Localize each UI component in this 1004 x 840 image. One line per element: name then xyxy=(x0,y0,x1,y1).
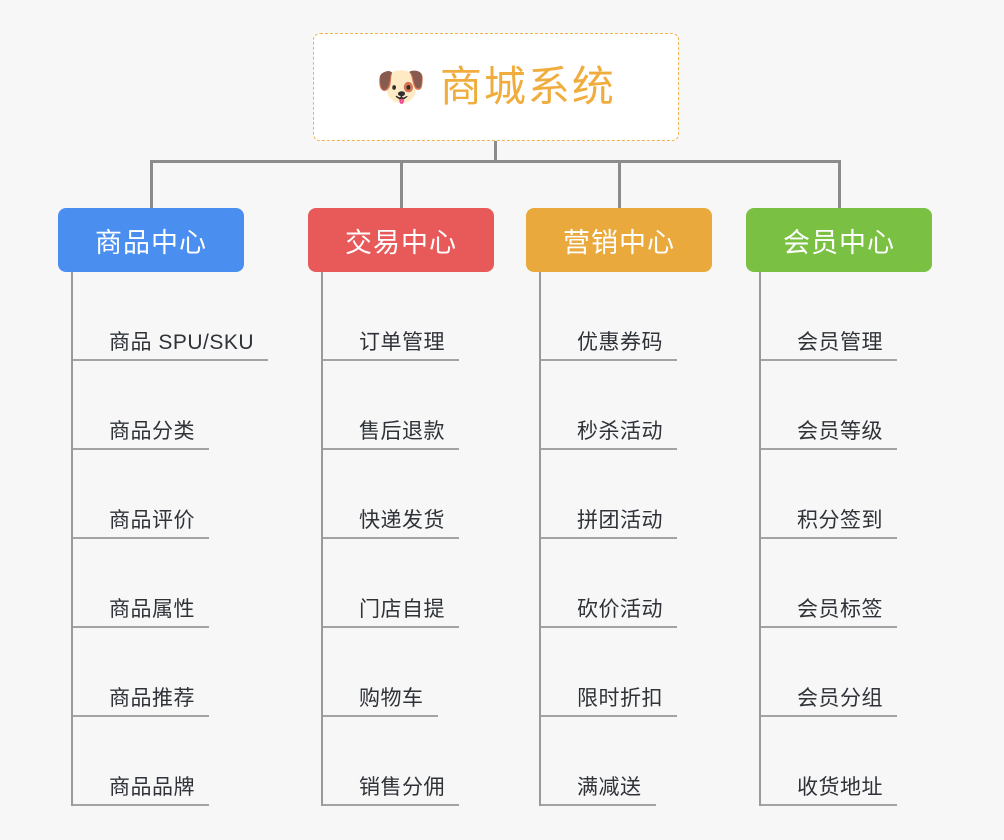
connector-drop-marketing-center xyxy=(618,160,621,208)
list-item[interactable]: 商品属性 xyxy=(73,539,293,628)
branch-header-label: 营销中心 xyxy=(563,227,675,258)
root-node-title: 商城系统 xyxy=(439,63,616,110)
leaf-label: 商品 SPU/SKU xyxy=(109,330,255,354)
connector-drop-member-center xyxy=(838,160,841,208)
branch-trade-center: 交易中心 订单管理 售后退款 快递发货 门店自提 购物车 销售分佣 xyxy=(308,208,543,806)
leaf-label: 门店自提 xyxy=(359,597,445,621)
branch-header-label: 商品中心 xyxy=(95,227,207,258)
leaf-label: 限时折扣 xyxy=(577,686,663,710)
leaf-list-product-center: 商品 SPU/SKU 商品分类 商品评价 商品属性 商品推荐 商品品牌 xyxy=(71,272,293,806)
list-item[interactable]: 限时折扣 xyxy=(541,628,761,717)
list-item[interactable]: 优惠券码 xyxy=(541,272,761,361)
leaf-label: 商品推荐 xyxy=(109,686,195,710)
list-item[interactable]: 商品评价 xyxy=(73,450,293,539)
root-node-mall-system[interactable]: 🐶 商城系统 xyxy=(313,33,679,141)
list-item[interactable]: 门店自提 xyxy=(323,539,543,628)
branch-header-label: 交易中心 xyxy=(345,227,457,258)
leaf-list-member-center: 会员管理 会员等级 积分签到 会员标签 会员分组 收货地址 xyxy=(759,272,981,806)
list-item[interactable]: 收货地址 xyxy=(761,717,981,806)
list-item[interactable]: 秒杀活动 xyxy=(541,361,761,450)
connector-root-stem xyxy=(494,141,497,163)
leaf-label: 售后退款 xyxy=(359,419,445,443)
list-item[interactable]: 商品推荐 xyxy=(73,628,293,717)
leaf-label: 购物车 xyxy=(359,686,424,710)
list-item[interactable]: 会员管理 xyxy=(761,272,981,361)
branch-header-label: 会员中心 xyxy=(783,227,895,258)
shiba-dog-face-icon: 🐶 xyxy=(376,65,426,109)
list-item[interactable]: 订单管理 xyxy=(323,272,543,361)
leaf-label: 收货地址 xyxy=(797,775,883,799)
leaf-label: 商品属性 xyxy=(109,597,195,621)
list-item[interactable]: 会员等级 xyxy=(761,361,981,450)
leaf-label: 商品分类 xyxy=(109,419,195,443)
branch-product-center: 商品中心 商品 SPU/SKU 商品分类 商品评价 商品属性 商品推荐 商品品牌 xyxy=(58,208,293,806)
leaf-label: 会员分组 xyxy=(797,686,883,710)
branch-header-marketing-center[interactable]: 营销中心 xyxy=(526,208,712,272)
list-item[interactable]: 会员标签 xyxy=(761,539,981,628)
leaf-label: 商品品牌 xyxy=(109,775,195,799)
leaf-label: 会员标签 xyxy=(797,597,883,621)
leaf-list-marketing-center: 优惠券码 秒杀活动 拼团活动 砍价活动 限时折扣 满减送 xyxy=(539,272,761,806)
leaf-label: 拼团活动 xyxy=(577,508,663,532)
leaf-label: 订单管理 xyxy=(359,330,445,354)
leaf-label: 快递发货 xyxy=(359,508,445,532)
list-item[interactable]: 售后退款 xyxy=(323,361,543,450)
branch-marketing-center: 营销中心 优惠券码 秒杀活动 拼团活动 砍价活动 限时折扣 满减送 xyxy=(526,208,761,806)
leaf-label: 砍价活动 xyxy=(577,597,663,621)
leaf-list-trade-center: 订单管理 售后退款 快递发货 门店自提 购物车 销售分佣 xyxy=(321,272,543,806)
leaf-label: 销售分佣 xyxy=(359,775,445,799)
leaf-label: 会员等级 xyxy=(797,419,883,443)
branch-header-member-center[interactable]: 会员中心 xyxy=(746,208,932,272)
list-item[interactable]: 会员分组 xyxy=(761,628,981,717)
connector-horizontal-bar xyxy=(150,160,841,163)
leaf-label: 满减送 xyxy=(577,775,642,799)
connector-drop-product-center xyxy=(150,160,153,208)
list-item[interactable]: 销售分佣 xyxy=(323,717,543,806)
list-item[interactable]: 积分签到 xyxy=(761,450,981,539)
list-item[interactable]: 快递发货 xyxy=(323,450,543,539)
leaf-label: 积分签到 xyxy=(797,508,883,532)
list-item[interactable]: 商品品牌 xyxy=(73,717,293,806)
leaf-label: 秒杀活动 xyxy=(577,419,663,443)
branch-header-product-center[interactable]: 商品中心 xyxy=(58,208,244,272)
leaf-label: 优惠券码 xyxy=(577,330,663,354)
branch-member-center: 会员中心 会员管理 会员等级 积分签到 会员标签 会员分组 收货地址 xyxy=(746,208,981,806)
branch-header-trade-center[interactable]: 交易中心 xyxy=(308,208,494,272)
leaf-label: 商品评价 xyxy=(109,508,195,532)
list-item[interactable]: 满减送 xyxy=(541,717,761,806)
list-item[interactable]: 商品分类 xyxy=(73,361,293,450)
connector-drop-trade-center xyxy=(400,160,403,208)
leaf-label: 会员管理 xyxy=(797,330,883,354)
list-item[interactable]: 砍价活动 xyxy=(541,539,761,628)
list-item[interactable]: 商品 SPU/SKU xyxy=(73,272,293,361)
list-item[interactable]: 拼团活动 xyxy=(541,450,761,539)
list-item[interactable]: 购物车 xyxy=(323,628,543,717)
